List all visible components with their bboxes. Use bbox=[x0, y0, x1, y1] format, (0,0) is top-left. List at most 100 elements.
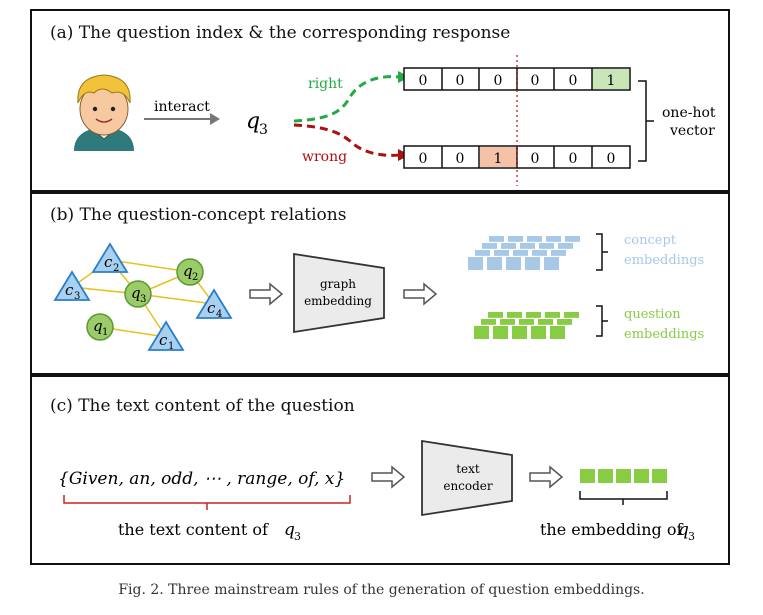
wrong-cell-5: 0 bbox=[569, 151, 578, 167]
embedding-block bbox=[519, 319, 534, 325]
embedding-block bbox=[493, 326, 508, 339]
svg-text:c: c bbox=[104, 253, 113, 271]
embedding-block bbox=[526, 312, 541, 318]
embedding-cell bbox=[598, 469, 613, 483]
svg-text:q: q bbox=[131, 284, 141, 302]
question-label-line2: embeddings bbox=[624, 327, 704, 342]
concept-embeddings-stack bbox=[468, 236, 580, 270]
encoder-line2: encoder bbox=[443, 479, 493, 493]
figure-caption: Fig. 2. Three mainstream rules of the ge… bbox=[118, 582, 645, 598]
embedding-label: the embedding of bbox=[540, 520, 684, 539]
hollow-arrow-to-encoder bbox=[371, 465, 406, 489]
embedding-block bbox=[565, 236, 580, 242]
wrong-cell-2: 0 bbox=[456, 151, 465, 167]
concept-label-line2: embeddings bbox=[624, 253, 704, 268]
embedding-block bbox=[546, 236, 561, 242]
wrong-label: wrong bbox=[302, 149, 347, 165]
right-cell-3: 0 bbox=[494, 73, 503, 89]
panel-c-title: (c) The text content of the question bbox=[50, 396, 355, 416]
svg-text:4: 4 bbox=[216, 309, 222, 320]
embedding-block bbox=[475, 250, 490, 256]
text-content-label: the text content of bbox=[118, 520, 269, 539]
right-label: right bbox=[308, 76, 343, 92]
embedding-block bbox=[557, 319, 572, 325]
wrong-cell-4: 0 bbox=[531, 151, 540, 167]
concept-node-c4: c 4 bbox=[195, 288, 233, 320]
one-hot-label-line1: one-hot bbox=[662, 105, 716, 121]
wrong-cell-6: 0 bbox=[607, 151, 616, 167]
panel-a-title: (a) The question index & the correspondi… bbox=[50, 23, 511, 43]
hollow-arrow-to-embedding bbox=[529, 465, 564, 489]
question-label-line1: question bbox=[624, 307, 681, 322]
embedding-block bbox=[564, 312, 579, 318]
svg-text:q: q bbox=[93, 317, 103, 335]
svg-text:2: 2 bbox=[113, 263, 119, 274]
embedding-block bbox=[525, 257, 540, 270]
right-cell-6: 1 bbox=[607, 73, 616, 89]
right-hot-cell bbox=[592, 69, 629, 89]
question-embedding-vector bbox=[580, 469, 667, 483]
text-encoder-box bbox=[421, 439, 513, 517]
embedding-block bbox=[513, 250, 528, 256]
embedding-brace bbox=[579, 491, 668, 505]
embedding-block bbox=[474, 326, 489, 339]
embedding-block bbox=[532, 250, 547, 256]
svg-text:c: c bbox=[207, 299, 216, 317]
panel-question-concept: (b) The question-concept relations c 2 c… bbox=[30, 192, 730, 375]
one-hot-label-line2: vector bbox=[669, 123, 715, 139]
concept-node-c1: c 1 bbox=[147, 320, 185, 352]
student-avatar-icon bbox=[74, 74, 134, 151]
interact-arrow-head bbox=[210, 113, 220, 125]
panel-b-title: (b) The question-concept relations bbox=[50, 205, 347, 225]
question-q3-sub: 3 bbox=[259, 122, 268, 138]
graph-box-line2: embedding bbox=[304, 294, 372, 308]
panel-text-content: (c) The text content of the question {Gi… bbox=[30, 375, 730, 565]
embedding-block bbox=[506, 257, 521, 270]
concept-label-line1: concept bbox=[624, 233, 677, 248]
svg-text:q: q bbox=[183, 262, 193, 280]
embedding-block bbox=[468, 257, 483, 270]
embedding-block bbox=[482, 243, 497, 249]
panel-b-diagram: c 2 c 3 c 4 c 1 q 2 q 3 bbox=[53, 233, 704, 352]
embedding-block bbox=[527, 236, 542, 242]
svg-text:c: c bbox=[159, 331, 168, 349]
embedding-block bbox=[545, 312, 560, 318]
panel-a-diagram: interact q 3 right wrong 0 0 0 0 0 1 bbox=[74, 55, 716, 186]
right-cell-2: 0 bbox=[456, 73, 465, 89]
graph-box-line1: graph bbox=[320, 277, 356, 291]
question-node-q1: q 1 bbox=[86, 313, 114, 341]
wrong-cell-3: 1 bbox=[494, 151, 503, 167]
question-embeddings-stack bbox=[474, 312, 579, 339]
embedding-cell bbox=[652, 469, 667, 483]
embedding-cell bbox=[634, 469, 649, 483]
svg-text:c: c bbox=[65, 281, 74, 299]
embedding-cell bbox=[616, 469, 631, 483]
embedding-block bbox=[494, 250, 509, 256]
right-cell-5: 0 bbox=[569, 73, 578, 89]
svg-text:1: 1 bbox=[168, 341, 174, 352]
text-content-q-sub: 3 bbox=[294, 530, 301, 543]
question-q3-var: q bbox=[246, 109, 260, 134]
panel-question-index: (a) The question index & the correspondi… bbox=[30, 9, 730, 192]
embedding-block bbox=[539, 243, 554, 249]
svg-text:1: 1 bbox=[102, 327, 108, 338]
question-bracket bbox=[596, 305, 608, 337]
graph-embedding-box bbox=[293, 252, 385, 334]
wrong-hot-cell bbox=[480, 147, 517, 167]
embedding-block bbox=[538, 319, 553, 325]
embedding-block bbox=[544, 257, 559, 270]
token-set: {Given, an, odd, ⋯ , range, of, x} bbox=[58, 469, 345, 489]
concept-bracket bbox=[596, 233, 608, 271]
token-set-brace bbox=[63, 495, 351, 510]
embedding-block bbox=[551, 250, 566, 256]
embedding-block bbox=[489, 236, 504, 242]
vector-bracket bbox=[638, 80, 654, 162]
question-node-q2: q 2 bbox=[176, 258, 204, 286]
embedding-block bbox=[531, 326, 546, 339]
question-node-q3: q 3 bbox=[124, 280, 152, 308]
wrong-path bbox=[293, 123, 401, 157]
embedding-block bbox=[550, 326, 565, 339]
embedding-block bbox=[512, 326, 527, 339]
svg-text:2: 2 bbox=[192, 272, 198, 283]
right-cell-1: 0 bbox=[419, 73, 428, 89]
